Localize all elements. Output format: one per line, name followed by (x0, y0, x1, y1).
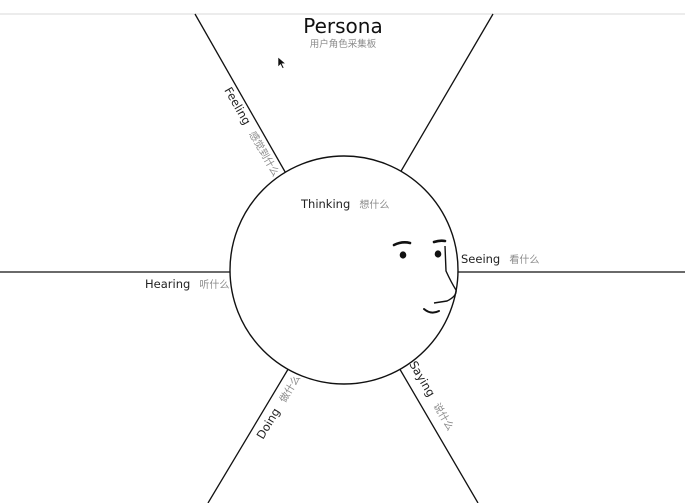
seeing-label: Seeing (461, 252, 500, 266)
hearing-cn-label: 听什么 (199, 279, 229, 291)
page-subtitle: 用户角色采集板 (310, 38, 377, 50)
saying-section-label: Saying 说什么 (406, 356, 462, 433)
right-eyebrow (432, 239, 447, 244)
doing-cn-label: 做什么 (276, 372, 303, 404)
divider-bottom-left (207, 365, 291, 503)
left-eyebrow (392, 241, 412, 247)
mouse-pointer-icon (277, 56, 287, 69)
seeing-cn-label: 看什么 (509, 253, 539, 266)
left-eye (399, 251, 407, 259)
divider-lines (0, 13, 685, 503)
thinking-label: Thinking (300, 197, 350, 211)
hearing-section-label: Hearing 听什么 (145, 273, 229, 292)
thinking-section-label: Thinking 想什么 (300, 193, 389, 212)
doing-section-label: Doing 做什么 (250, 370, 304, 442)
saying-label: Saying (406, 358, 438, 399)
doing-label: Doing (254, 405, 283, 441)
seeing-section-label: Seeing 看什么 (461, 248, 539, 267)
divider-top-left (194, 13, 289, 178)
page-title: Persona (303, 14, 382, 38)
feeling-section-label: Feeling 感觉到什么 (221, 83, 287, 179)
mouth (423, 308, 440, 314)
thinking-cn-label: 想什么 (359, 198, 389, 211)
head-circle (229, 155, 459, 385)
right-eye (434, 250, 442, 258)
face (392, 239, 457, 314)
feeling-label: Feeling (221, 85, 254, 128)
hearing-label: Hearing (145, 277, 190, 291)
nose-profile (433, 245, 457, 304)
divider-bottom-right (397, 365, 479, 503)
divider-top-right (396, 13, 494, 179)
